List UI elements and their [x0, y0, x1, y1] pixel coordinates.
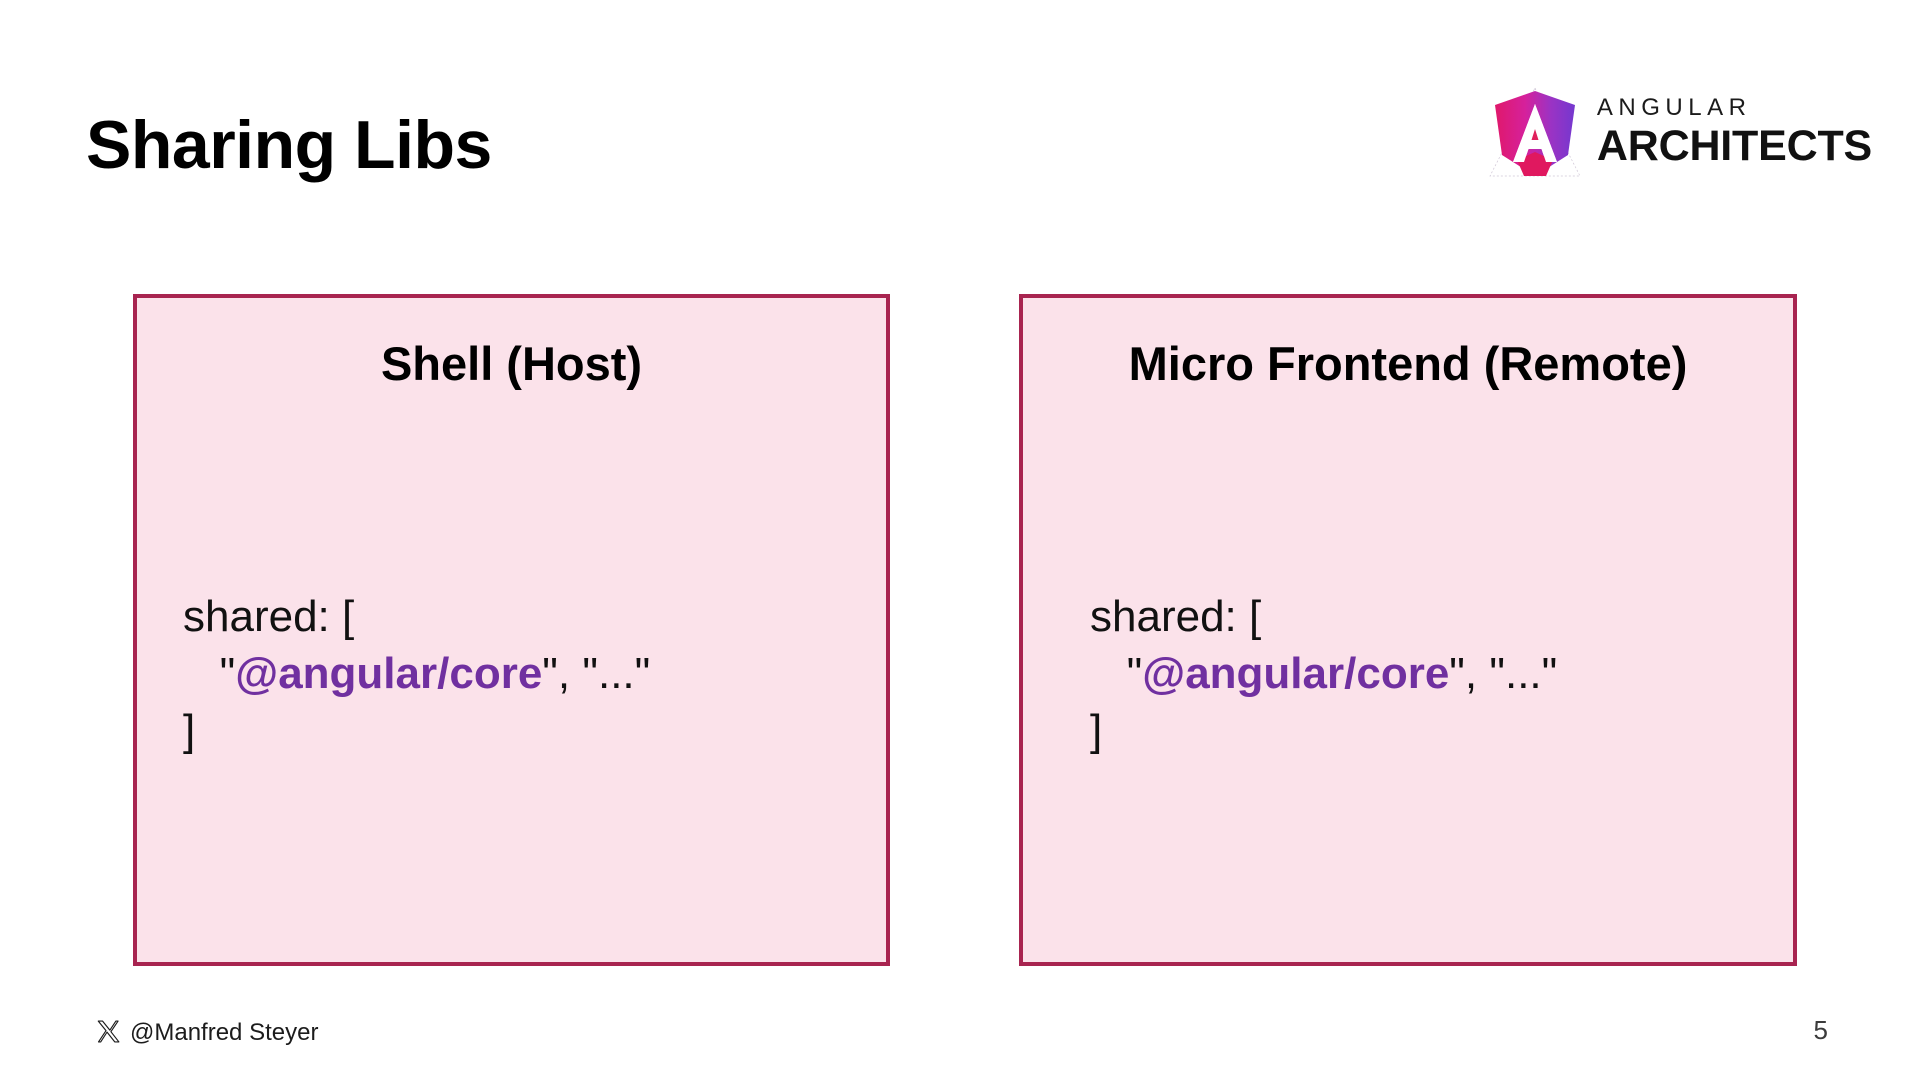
x-twitter-icon: [97, 1020, 120, 1043]
code-token: ", "...": [1449, 649, 1558, 699]
code-token: shared: [: [1090, 592, 1262, 641]
brand-wordmark: ANGULAR ARCHITECTS: [1597, 96, 1872, 168]
code-token-accent: @angular/core: [235, 649, 543, 699]
brand-top-word: ANGULAR: [1596, 94, 1752, 121]
code-line: "@angular/core", "...": [183, 645, 651, 702]
code-token: ", "...": [542, 649, 651, 699]
code-block: shared: [ "@angular/core", "..."]: [183, 588, 650, 760]
code-line: "@angular/core", "...": [1090, 645, 1558, 702]
panel-heading: Shell (Host): [380, 337, 643, 390]
code-token: ": [1090, 649, 1143, 699]
brand-bottom-word: ARCHITECTS: [1596, 122, 1872, 170]
footer-social-handle: @Manfred Steyer: [96, 1019, 318, 1044]
page-number: 5: [1813, 1015, 1828, 1045]
code-line: ]: [183, 702, 650, 759]
panel-heading: Micro Frontend (Remote): [1128, 337, 1688, 390]
panel-shell-host: Shell (Host) shared: [ "@angular/core", …: [133, 294, 890, 966]
code-token: shared: [: [183, 592, 355, 641]
page-title: Sharing Libs: [86, 107, 492, 183]
angular-shield-icon: [1487, 84, 1583, 180]
code-block: shared: [ "@angular/core", "..."]: [1090, 588, 1557, 760]
panel-micro-frontend-remote: Micro Frontend (Remote) shared: [ "@angu…: [1019, 294, 1797, 966]
code-token: ]: [183, 706, 196, 756]
code-line: shared: [: [183, 588, 650, 645]
code-token: ]: [1090, 706, 1103, 756]
code-token-accent: @angular/core: [1142, 649, 1450, 699]
code-line: ]: [1090, 702, 1557, 759]
code-token: ": [183, 649, 236, 699]
brand-logo: ANGULAR ARCHITECTS: [1487, 84, 1872, 180]
code-line: shared: [: [1090, 588, 1557, 645]
footer-handle-text: @Manfred Steyer: [130, 1018, 319, 1046]
